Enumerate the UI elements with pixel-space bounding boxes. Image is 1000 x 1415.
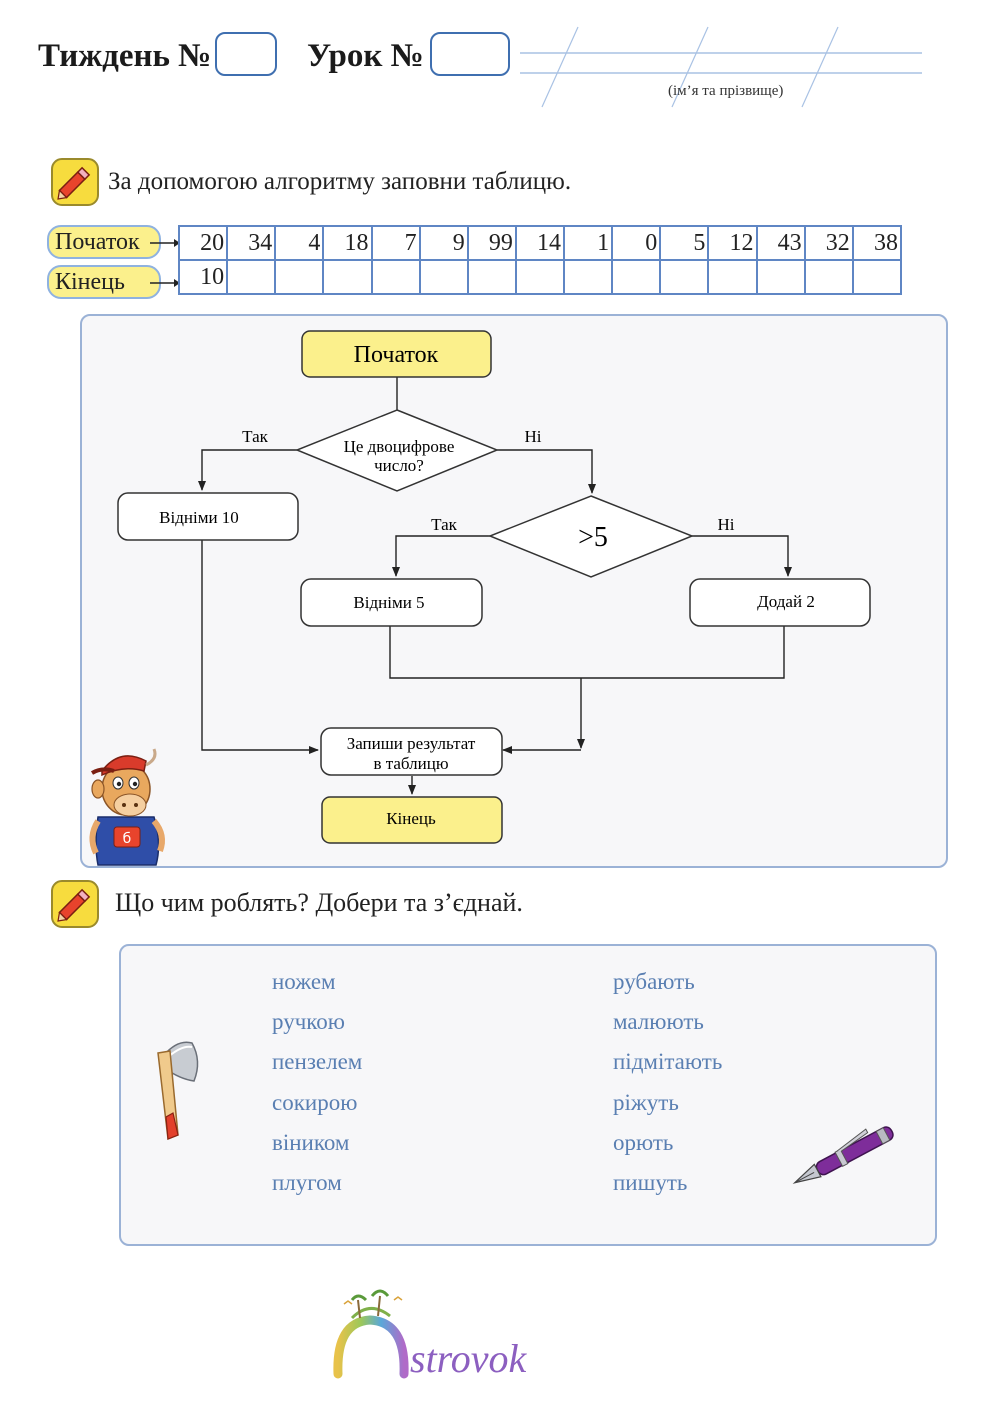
row-arrows (150, 239, 180, 287)
flow-start-text: Початок (354, 342, 439, 368)
matching-panel (119, 944, 937, 1246)
decision1-no-label: Ні (525, 427, 542, 446)
action-word[interactable]: підмітають (613, 1049, 723, 1074)
tool-word[interactable]: пензелем (272, 1049, 363, 1074)
subtract5-text: Відніми 5 (353, 593, 424, 612)
end-cell[interactable] (562, 259, 614, 295)
start-cell: 0 (611, 225, 662, 261)
decision1-text-line2: число? (374, 456, 424, 475)
lesson-number-field[interactable] (430, 32, 510, 76)
decision-two-digit (295, 409, 499, 492)
subtract10-text: Відніми 10 (159, 508, 239, 527)
name-caption: (ім’я та прізвище) (668, 83, 784, 99)
action-word[interactable]: орють (613, 1130, 674, 1155)
decision1-text-line1: Це двоцифрове (344, 437, 455, 456)
tool-word[interactable]: ручкою (272, 1009, 345, 1034)
start-cell: 43 (755, 225, 806, 261)
decision2-text: >5 (578, 522, 608, 553)
write-result-line2: в таблицю (373, 754, 448, 773)
tool-word[interactable]: плугом (272, 1170, 342, 1195)
ostrovok-logo: strovok (333, 1289, 528, 1381)
pencil-icon (51, 880, 99, 928)
add2-box (689, 578, 871, 627)
flow-start-box (301, 330, 492, 378)
end-cell[interactable] (226, 259, 277, 295)
start-cell: 38 (851, 225, 903, 261)
start-cell: 1 (562, 225, 614, 261)
end-cell[interactable] (611, 259, 662, 295)
action-word[interactable]: пишуть (613, 1170, 688, 1195)
start-cell: 18 (322, 225, 373, 261)
axe-icon (157, 1041, 199, 1141)
end-cell[interactable] (659, 259, 710, 295)
decision-greater-5 (487, 495, 695, 578)
decision1-yes-label: Так (242, 427, 269, 446)
name-writing-lines[interactable] (510, 25, 930, 110)
end-row: 10 (177, 259, 903, 295)
pencil-icon (51, 158, 99, 206)
flow-end-box (321, 796, 503, 844)
subtract5-box (300, 578, 483, 627)
flowchart: Початок Це двоцифрове число? Так Ні Відн… (117, 330, 871, 844)
start-cell: 14 (514, 225, 566, 261)
end-cell[interactable] (755, 259, 806, 295)
week-number-field[interactable] (215, 32, 277, 76)
action-word[interactable]: рубають (613, 969, 695, 994)
start-cell: 9 (418, 225, 469, 261)
end-cell[interactable] (707, 259, 758, 295)
subtract10-box (117, 492, 299, 541)
cow-mascot-icon: б (89, 748, 165, 866)
action-word[interactable]: ріжуть (613, 1090, 679, 1115)
tool-word[interactable]: сокирою (272, 1090, 358, 1115)
start-cell: 7 (370, 225, 421, 261)
end-cell[interactable] (803, 259, 854, 295)
add2-text: Додай 2 (757, 592, 815, 611)
start-cell: 4 (274, 225, 325, 261)
week-label: Тиждень № (38, 38, 212, 74)
start-cell: 32 (803, 225, 854, 261)
values-table: 20 34 4 18 7 9 99 14 1 0 5 12 43 32 38 1… (177, 225, 903, 295)
task2-instruction: Що чим роблять? Добери та з’єднай. (115, 888, 523, 917)
end-cell[interactable] (514, 259, 566, 295)
logo-text: strovok (410, 1336, 528, 1381)
decision2-yes-label: Так (431, 515, 458, 534)
decision2-no-label: Ні (718, 515, 735, 534)
end-cell[interactable] (851, 259, 903, 295)
write-result-line1: Запиши результат (347, 734, 476, 753)
write-result-box (320, 727, 503, 776)
task1-instruction: За допомогою алгоритму заповни таблицю. (108, 168, 572, 195)
tool-word[interactable]: ножем (272, 969, 336, 994)
start-cell: 12 (707, 225, 758, 261)
end-cell[interactable] (274, 259, 325, 295)
action-word[interactable]: малюють (613, 1009, 704, 1034)
row-end-label: Кінець (47, 265, 161, 299)
start-row: 20 34 4 18 7 9 99 14 1 0 5 12 43 32 38 (177, 225, 903, 261)
flow-end-text: Кінець (386, 809, 436, 828)
end-cell[interactable]: 10 (177, 259, 229, 295)
start-cell: 5 (659, 225, 710, 261)
end-cell[interactable] (466, 259, 517, 295)
start-cell: 34 (226, 225, 277, 261)
start-cell: 20 (177, 225, 229, 261)
row-start-label: Початок (47, 225, 161, 259)
lesson-label: Урок № (307, 38, 424, 74)
start-cell: 99 (466, 225, 517, 261)
pen-icon (792, 1126, 894, 1184)
tool-word[interactable]: віником (272, 1130, 350, 1155)
svg-text:б: б (123, 831, 132, 847)
end-cell[interactable] (322, 259, 373, 295)
end-cell[interactable] (370, 259, 421, 295)
end-cell[interactable] (418, 259, 469, 295)
